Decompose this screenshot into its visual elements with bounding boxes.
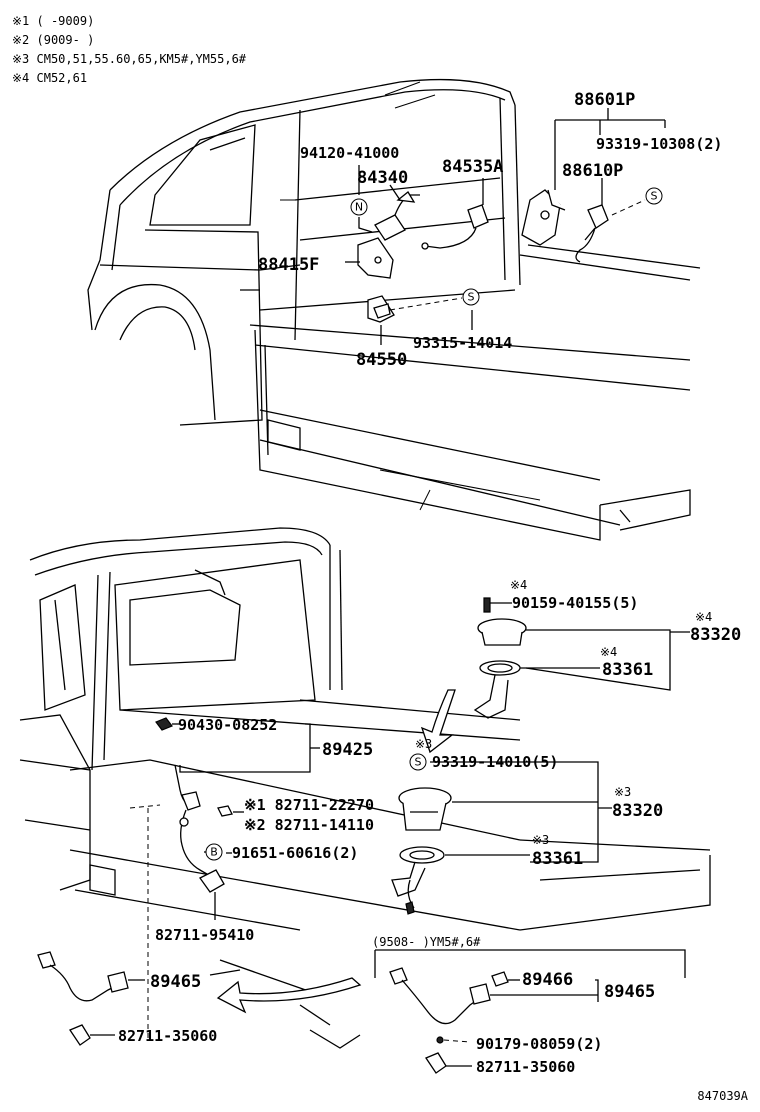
- notes-block: ※1 ( -9009) ※2 (9009- ) ※3 CM50,51,55.60…: [12, 14, 247, 85]
- mark-S-circle-2: [462, 288, 480, 306]
- arrow-down-icon: [420, 689, 456, 754]
- note-2: ※2 (9009- ): [12, 33, 94, 47]
- label-93319-14010: 93319-14010(5): [432, 753, 558, 771]
- label-82711-35060-left: 82711-35060: [118, 1027, 217, 1045]
- label-89425: 89425: [322, 740, 373, 760]
- label-90179-08059: 90179-08059(2): [476, 1035, 602, 1053]
- mark-S-circle-1: [645, 187, 663, 205]
- note-3: ※3 CM50,51,55.60,65,KM5#,YM55,6#: [12, 52, 247, 66]
- label-84340: 84340: [357, 168, 408, 188]
- mark-S-1: S: [651, 190, 658, 203]
- note-1: ※1 ( -9009): [12, 14, 94, 28]
- bottom-parts: [37, 597, 527, 1074]
- label-84550: 84550: [356, 350, 407, 370]
- label-82711-35060-right: 82711-35060: [476, 1058, 575, 1076]
- mark-4a: ※4: [510, 578, 527, 592]
- label-88415F: 88415F: [258, 255, 319, 275]
- bottom-leaders: [90, 602, 690, 1067]
- mark-S-circle-3: [409, 753, 427, 771]
- mark-4b: ※4: [695, 610, 712, 624]
- label-91651-60616: 91651-60616(2): [232, 844, 358, 862]
- label-82711-22270: ※1 82711-22270: [244, 796, 374, 814]
- label-84535A: 84535A: [442, 157, 503, 177]
- bottom-truck-outline: [19, 527, 711, 1049]
- label-82711-14110: ※2 82711-14110: [244, 816, 374, 834]
- bracket-88610P-part: [521, 189, 561, 246]
- label-93315-14014: 93315-14014: [413, 334, 512, 352]
- label-83320-lower: 83320: [612, 801, 663, 821]
- label-89465-left: 89465: [150, 972, 201, 992]
- mark-B-circle: [205, 843, 223, 861]
- mark-N: N: [355, 201, 363, 214]
- mark-3a: ※3: [415, 737, 432, 751]
- mark-B: B: [210, 846, 218, 859]
- bottom-labels: ※4 90159-40155(5) ※4 83320 ※4 83361 9043…: [118, 578, 741, 1076]
- note-4: ※4 CM52,61: [12, 71, 87, 85]
- mark-S-3: S: [415, 756, 422, 769]
- mark-3c: ※3: [532, 833, 549, 847]
- top-parts: [357, 189, 609, 323]
- label-89465-right: 89465: [604, 982, 655, 1002]
- top-truck-outline: [87, 78, 701, 541]
- label-82711-95410: 82711-95410: [155, 926, 254, 944]
- label-88610P: 88610P: [562, 161, 623, 181]
- label-93319-10308: 93319-10308(2): [596, 135, 722, 153]
- label-89466: 89466: [522, 970, 573, 990]
- label-88601P: 88601P: [574, 90, 635, 110]
- mark-N-circle: [350, 198, 368, 216]
- direction-arrows: [216, 689, 456, 1014]
- mark-4c: ※4: [600, 645, 617, 659]
- label-83320-upper: 83320: [690, 625, 741, 645]
- arrow-left-icon: [216, 977, 362, 1014]
- label-83361-lower: 83361: [532, 849, 583, 869]
- range-label: (9508- )YM5#,6#: [372, 935, 481, 949]
- mark-S-2: S: [468, 291, 475, 304]
- label-94120-41000: 94120-41000: [300, 144, 399, 162]
- label-90430-08252: 90430-08252: [178, 716, 277, 734]
- top-labels: 88601P 93319-10308(2) 88610P S 94120-410…: [258, 90, 722, 370]
- label-83361-upper: 83361: [602, 660, 653, 680]
- figure-id: 847039A: [697, 1089, 748, 1103]
- label-90159-40155: 90159-40155(5): [512, 594, 638, 612]
- mark-3b: ※3: [614, 785, 631, 799]
- top-leaders: [345, 108, 666, 345]
